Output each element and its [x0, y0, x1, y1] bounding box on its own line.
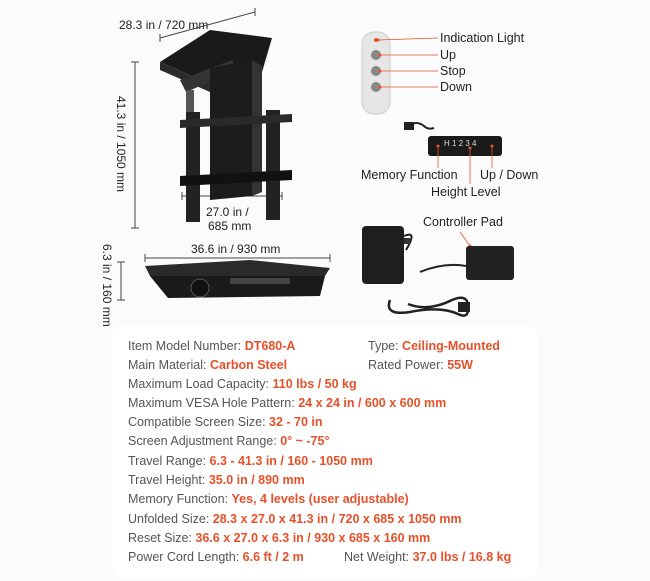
specifications-panel: Item Model Number: DT680-A Type: Ceiling…	[112, 326, 538, 578]
spec-screen-size: Compatible Screen Size: 32 - 70 in	[128, 415, 323, 429]
up-down-label: Up / Down	[480, 168, 539, 182]
spec-travel-height: Travel Height: 35.0 in / 890 mm	[128, 473, 305, 487]
spec-reset-size: Reset Size: 36.6 x 27.0 x 6.3 in / 930 x…	[128, 531, 431, 545]
spec-type: Type: Ceiling-Mounted	[368, 339, 500, 353]
spec-vesa: Maximum VESA Hole Pattern: 24 x 24 in / …	[128, 396, 447, 410]
spec-power: Rated Power: 55W	[368, 358, 473, 372]
spec-unfolded-size: Unfolded Size: 28.3 x 27.0 x 41.3 in / 7…	[128, 512, 462, 526]
control-panel-digits: H 1 2 3 4	[444, 139, 477, 148]
remote-up-label: Up	[440, 48, 456, 62]
vesa-width-dimension-line1: 27.0 in /	[206, 205, 249, 219]
height-level-label: Height Level	[431, 185, 501, 199]
spec-net-weight: Net Weight: 37.0 lbs / 16.8 kg	[344, 550, 512, 564]
spec-travel-range: Travel Range: 6.3 - 41.3 in / 160 - 1050…	[128, 454, 373, 468]
spec-power-cord: Power Cord Length: 6.6 ft / 2 m	[128, 550, 304, 564]
vesa-width-dimension-line2: 685 mm	[208, 219, 252, 233]
remote-stop-label: Stop	[440, 64, 466, 78]
spec-model: Item Model Number: DT680-A	[128, 339, 296, 353]
spec-material: Main Material: Carbon Steel	[128, 358, 288, 372]
spec-adjustment-range: Screen Adjustment Range: 0° ~ -75°	[128, 434, 330, 448]
controller-pad-label: Controller Pad	[423, 215, 503, 229]
remote-indication-light-label: Indication Light	[440, 31, 525, 45]
spec-load: Maximum Load Capacity: 110 lbs / 50 kg	[128, 377, 357, 391]
reset-width-dimension: 36.6 in / 930 mm	[191, 242, 281, 256]
top-width-dimension: 28.3 in / 720 mm	[119, 18, 209, 32]
memory-function-label: Memory Function	[361, 168, 458, 182]
spec-memory-function: Memory Function: Yes, 4 levels (user adj…	[128, 492, 409, 506]
remote-down-label: Down	[440, 80, 472, 94]
